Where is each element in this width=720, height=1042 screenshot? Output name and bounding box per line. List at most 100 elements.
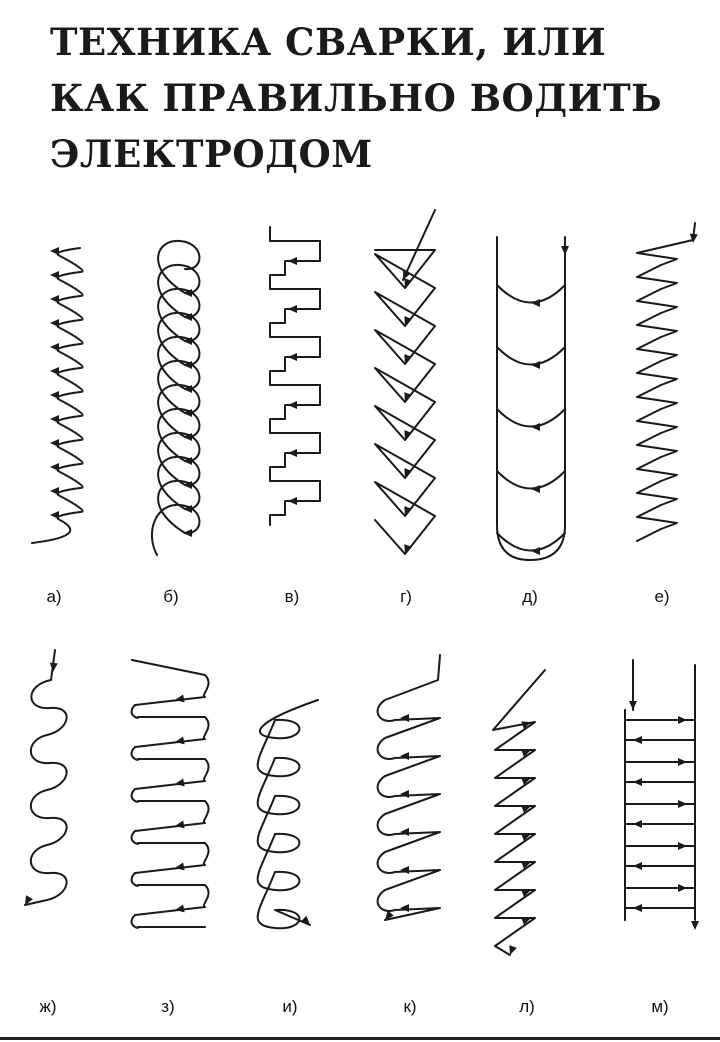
pattern-m-bidirectional <box>624 659 699 930</box>
arrow-head-icon <box>400 866 409 874</box>
arrow-head-icon <box>633 736 642 744</box>
arrow-head-icon <box>50 391 59 399</box>
arrow-head-icon <box>400 904 409 912</box>
pattern-b-circular <box>150 239 201 556</box>
arrow-head-icon <box>288 257 297 265</box>
arrow-head-icon <box>50 511 59 519</box>
arrow-head-icon <box>689 233 698 243</box>
arrow-head-icon <box>288 449 297 457</box>
arrow-head-icon <box>678 884 687 892</box>
arrow-head-icon <box>183 361 192 369</box>
arrow-head-icon <box>633 862 642 870</box>
arrow-head-icon <box>50 439 59 447</box>
arrow-head-icon <box>183 409 192 417</box>
pattern-a-crescent <box>31 247 84 544</box>
rectangle-path <box>269 226 321 526</box>
arrow-head-icon <box>629 701 637 710</box>
arrow-head-icon <box>400 752 409 760</box>
arrow-head-icon <box>50 271 59 279</box>
arrow-head-icon <box>531 423 540 431</box>
arrow-head-icon <box>288 497 297 505</box>
arrow-head-icon <box>521 749 531 757</box>
u-arc-path <box>496 408 566 428</box>
u-arc-path <box>496 532 566 552</box>
arrow-head-icon <box>50 415 59 423</box>
pattern-label-a: а) <box>46 587 62 606</box>
arrow-head-icon <box>561 246 569 255</box>
pattern-k-hook <box>376 654 441 921</box>
arrow-head-icon <box>175 778 185 787</box>
arrow-head-icon <box>521 777 531 785</box>
arrow-head-icon <box>183 433 192 441</box>
arrow-head-icon <box>678 716 687 724</box>
arrow-head-icon <box>521 917 531 925</box>
arrow-head-icon <box>183 505 192 513</box>
pattern-label-l: л) <box>519 997 535 1016</box>
arrow-head-icon <box>521 721 531 729</box>
arrow-head-icon <box>633 904 642 912</box>
arrow-head-icon <box>521 861 531 869</box>
arrow-head-icon <box>183 457 192 465</box>
pattern-g-triangle <box>374 209 436 555</box>
title-line-1: ТЕХНИКА СВАРКИ, ИЛИ <box>50 20 607 64</box>
arrow-head-icon <box>404 468 412 478</box>
entry-line <box>402 209 436 281</box>
arrow-head-icon <box>400 790 409 798</box>
pattern-label-m: м) <box>651 997 669 1016</box>
arrow-head-icon <box>183 481 192 489</box>
pattern-label-b: б) <box>163 587 179 606</box>
arrow-head-icon <box>404 506 412 516</box>
arrow-head-icon <box>531 299 540 307</box>
pattern-label-g: г) <box>400 587 412 606</box>
arrow-head-icon <box>400 828 409 836</box>
arrow-head-icon <box>403 270 411 280</box>
circle-path <box>150 239 201 556</box>
pattern-d-u-shape <box>496 236 569 561</box>
arrow-head-icon <box>509 945 517 955</box>
arrow-head-icon <box>678 842 687 850</box>
zigzag-path <box>636 222 696 542</box>
arrow-head-icon <box>521 889 531 897</box>
pattern-e-zigzag <box>636 222 698 542</box>
loop-path <box>24 649 68 906</box>
pattern-label-z: з) <box>161 997 175 1016</box>
arrow-head-icon <box>691 921 699 930</box>
arrow-head-icon <box>300 915 310 925</box>
arrow-head-icon <box>404 430 412 440</box>
arrow-head-icon <box>25 895 33 905</box>
arrow-head-icon <box>531 485 540 493</box>
arrow-head-icon <box>400 714 409 722</box>
pattern-label-d: д) <box>522 587 538 606</box>
arrow-head-icon <box>531 547 540 555</box>
arrow-head-icon <box>183 289 192 297</box>
arrow-head-icon <box>531 361 540 369</box>
pattern-z-double-loop <box>130 659 210 929</box>
arrow-head-icon <box>633 820 642 828</box>
arrow-head-icon <box>678 758 687 766</box>
u-arc-path <box>496 470 566 490</box>
arrow-head-icon <box>521 805 531 813</box>
arrow-head-icon <box>678 800 687 808</box>
arrow-head-icon <box>175 694 185 703</box>
arrow-head-icon <box>175 820 185 829</box>
u-arc-path <box>496 284 566 304</box>
arrow-head-icon <box>50 247 59 255</box>
arrow-head-icon <box>288 401 297 409</box>
pattern-label-i: и) <box>282 997 298 1016</box>
arrow-head-icon <box>288 305 297 313</box>
arrow-head-icon <box>175 904 185 913</box>
arrow-head-icon <box>49 662 58 672</box>
u-arc-path <box>496 346 566 366</box>
arrow-head-icon <box>404 354 412 364</box>
arrow-head-icon <box>183 337 192 345</box>
arrow-head-icon <box>404 392 412 402</box>
arrow-head-icon <box>50 343 59 351</box>
page-title: ТЕХНИКА СВАРКИ, ИЛИ КАК ПРАВИЛЬНО ВОДИТЬ… <box>50 14 690 182</box>
pattern-label-e: е) <box>654 587 670 606</box>
pattern-l-zigzag-arrows <box>492 669 546 956</box>
figure-eight-path <box>256 699 319 930</box>
arrow-head-icon <box>288 353 297 361</box>
pattern-i-figure-eight <box>256 699 319 930</box>
arrow-head-icon <box>183 313 192 321</box>
pattern-zh-loop <box>24 649 68 906</box>
